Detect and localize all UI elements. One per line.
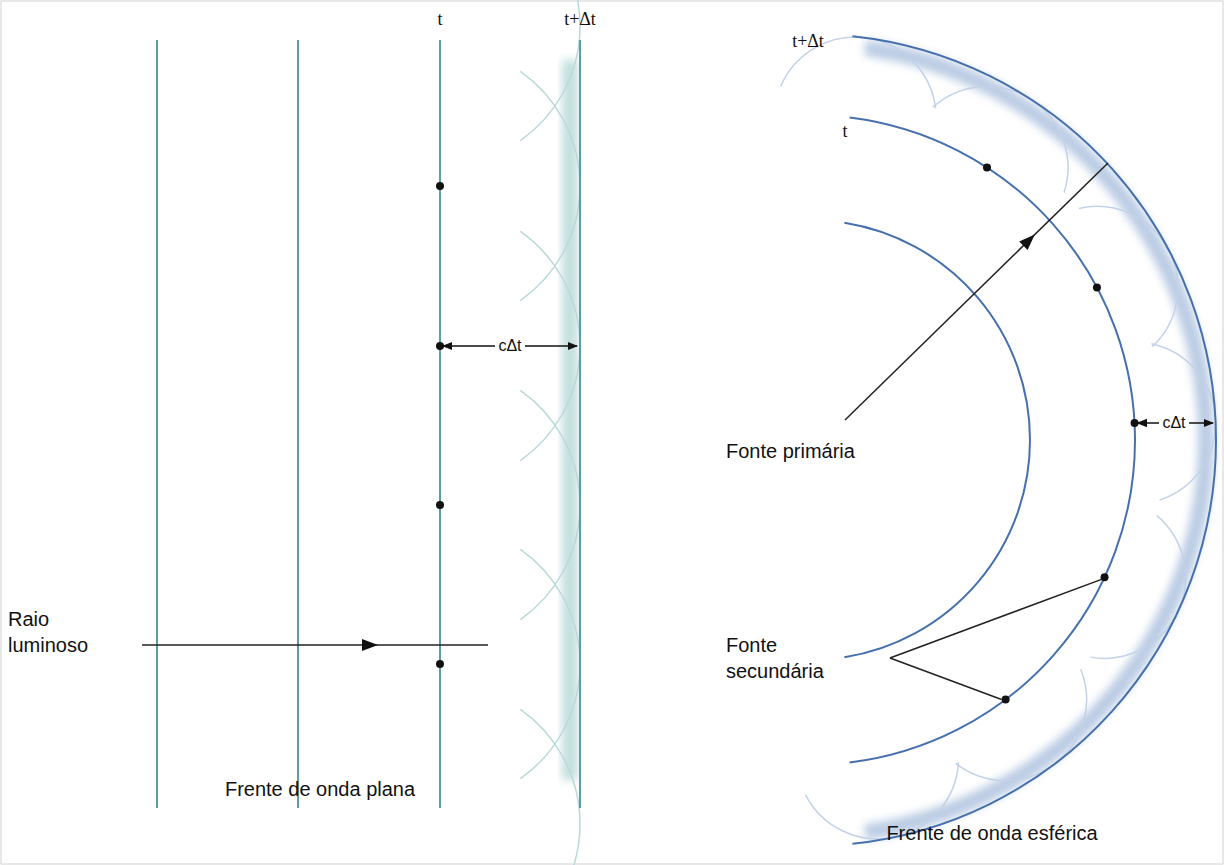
secondary-source-dot bbox=[436, 182, 444, 190]
wavelet bbox=[520, 390, 580, 619]
ray-arrowhead bbox=[1019, 235, 1035, 250]
wavelet bbox=[1079, 206, 1178, 346]
wavefront-line bbox=[579, 40, 581, 808]
time-label: t+Δt bbox=[792, 30, 824, 53]
ray-arrowhead bbox=[362, 639, 378, 651]
wavelet bbox=[520, 709, 580, 865]
secondary-source-dot bbox=[1002, 696, 1010, 704]
wavelet bbox=[520, 549, 580, 778]
wavefront-line bbox=[297, 40, 299, 808]
caption-label: Frente de onda esférica bbox=[886, 820, 1097, 846]
secondary-source-dot bbox=[983, 163, 991, 171]
secondary-source-dot bbox=[1101, 573, 1109, 581]
secondary-source-dot bbox=[436, 501, 444, 509]
spherical-wave bbox=[781, 36, 1216, 844]
secondary-source-dot bbox=[436, 342, 444, 350]
wavelet bbox=[520, 71, 580, 300]
light-ray bbox=[142, 644, 488, 646]
ray-label: Raio luminoso bbox=[8, 606, 128, 658]
distance-label: cΔt bbox=[495, 336, 524, 357]
secondary-source-dot bbox=[1093, 283, 1101, 291]
time-label: t bbox=[437, 8, 442, 31]
leader-line bbox=[890, 579, 1102, 658]
leader-line bbox=[890, 658, 1002, 700]
wavelet bbox=[1151, 344, 1215, 500]
source-label: Fonte primária bbox=[726, 438, 855, 464]
wavefront-arc bbox=[844, 223, 1030, 658]
source-label: Fonte secundária bbox=[726, 632, 844, 684]
time-label: t bbox=[842, 120, 847, 143]
wavelet bbox=[1090, 515, 1185, 658]
distance-label: cΔt bbox=[1159, 413, 1188, 434]
time-label: t+Δt bbox=[564, 8, 596, 31]
light-ray bbox=[845, 163, 1108, 420]
wavefront-arc bbox=[850, 117, 1135, 762]
caption-label: Frente de onda plana bbox=[225, 776, 415, 802]
front-glow bbox=[865, 48, 1206, 832]
wavefront-line bbox=[439, 40, 441, 808]
plane-wave bbox=[142, 0, 580, 865]
secondary-source-dot bbox=[436, 660, 444, 668]
front-glow bbox=[562, 60, 578, 780]
secondary-source-dot bbox=[1131, 419, 1139, 427]
wavefront-arc bbox=[852, 36, 1216, 844]
wavefront-line bbox=[156, 40, 158, 808]
